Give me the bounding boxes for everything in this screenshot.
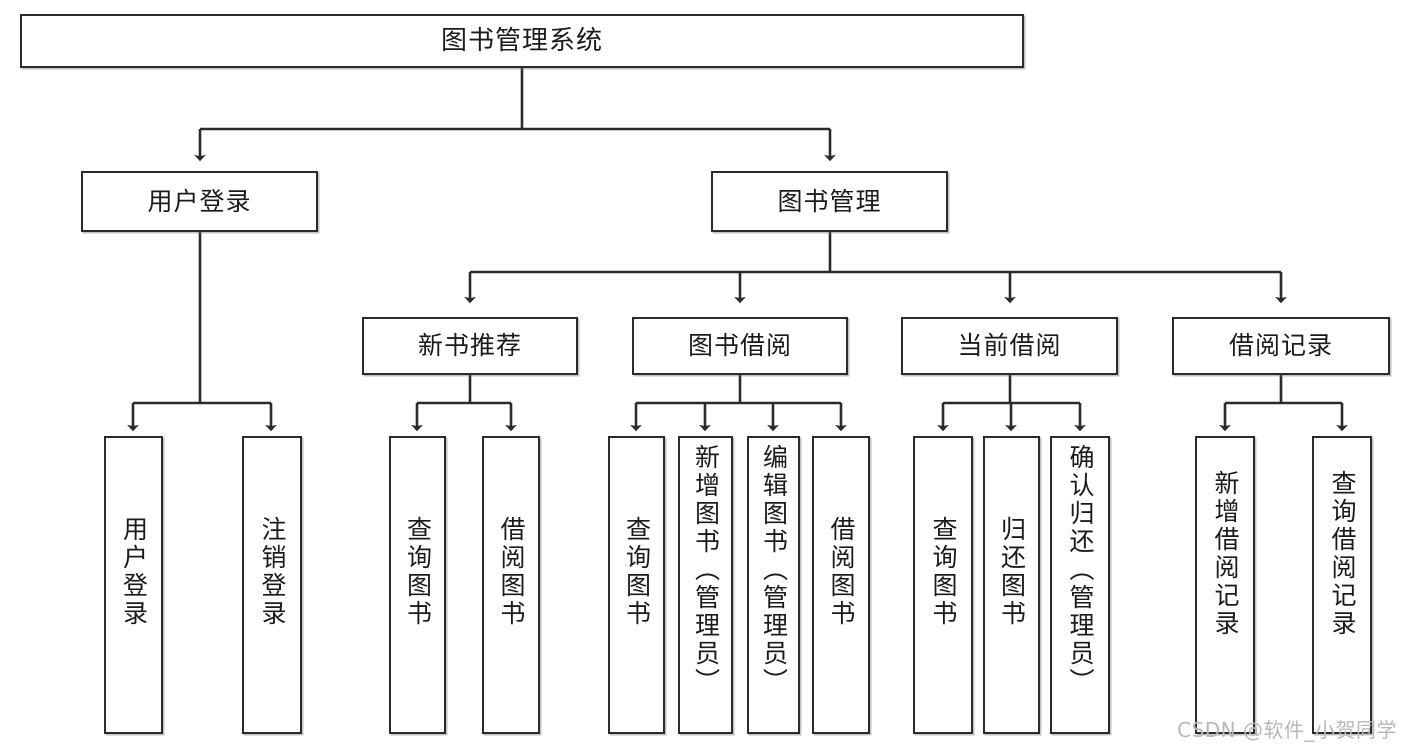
leaf-book-borrow-edit-book-admin[interactable]: 编辑图书（管理员） [747,436,800,734]
node-label: 查询图书 [622,516,652,628]
node-label: 借阅记录 [1228,331,1333,361]
node-label: 图书管理 [777,186,882,216]
node-label: 注销登录 [258,516,287,628]
node-label: 借阅图书 [827,516,856,628]
leaf-current-borrow-return-book[interactable]: 归还图书 [983,436,1040,734]
node-label: 图书管理系统 [440,25,603,56]
leaf-current-borrow-confirm-return-admin[interactable]: 确认归还（管理员） [1050,436,1110,734]
csdn-watermark: CSDN @软件_小贺同学 [1177,718,1397,742]
leaf-user-login-login[interactable]: 用户登录 [104,436,163,734]
node-label: 新增借阅记录 [1211,470,1240,638]
leaf-book-borrow-query-book[interactable]: 查询图书 [608,436,665,734]
node-label: 编辑图书（管理员） [759,444,789,696]
leaf-current-borrow-query-book[interactable]: 查询图书 [913,436,973,734]
leaf-book-borrow-add-book-admin[interactable]: 新增图书（管理员） [678,436,733,734]
node-root-book-management-system[interactable]: 图书管理系统 [20,14,1024,68]
leaf-new-book-borrow-book[interactable]: 借阅图书 [482,436,540,734]
node-label: 确认归还（管理员） [1066,444,1095,696]
node-user-login[interactable]: 用户登录 [81,171,318,232]
node-label: 新书推荐 [417,331,522,361]
node-current-borrow[interactable]: 当前借阅 [901,317,1118,375]
node-new-book-recommend[interactable]: 新书推荐 [362,317,578,375]
node-borrow-record[interactable]: 借阅记录 [1172,317,1390,375]
node-label: 查询图书 [929,516,958,628]
leaf-book-borrow-borrow-book[interactable]: 借阅图书 [812,436,870,734]
node-label: 图书借阅 [687,331,792,361]
node-label: 新增图书（管理员） [691,444,721,696]
node-label: 归还图书 [997,516,1027,628]
leaf-new-book-query-book[interactable]: 查询图书 [389,436,446,734]
leaf-user-login-logout[interactable]: 注销登录 [242,436,302,734]
node-label: 查询借阅记录 [1328,470,1357,638]
node-book-management[interactable]: 图书管理 [711,171,948,232]
leaf-borrow-record-add-record[interactable]: 新增借阅记录 [1195,436,1255,734]
node-label: 当前借阅 [957,331,1062,361]
node-label: 借阅图书 [497,516,526,628]
node-book-borrow[interactable]: 图书借阅 [632,317,848,375]
leaf-borrow-record-query-record[interactable]: 查询借阅记录 [1312,436,1372,734]
node-label: 查询图书 [403,516,433,628]
node-label: 用户登录 [147,186,252,216]
node-label: 用户登录 [119,516,149,628]
